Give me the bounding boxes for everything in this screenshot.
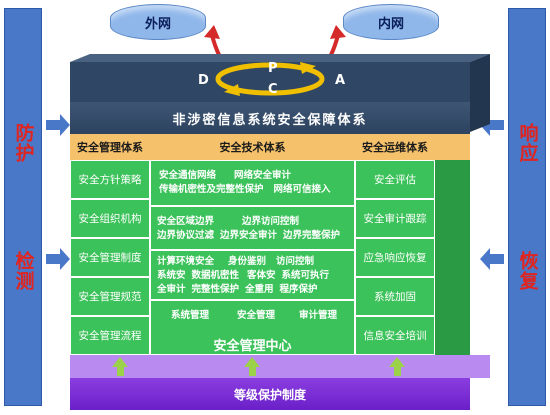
secure-network-box: 安全通信网络 网络安全审计 传输机密性及完整性保护网络可信接入: [150, 160, 355, 206]
management-system-header: 安全管理体系: [70, 134, 150, 160]
up-arrow-icon: [389, 357, 405, 376]
tech-text: 身份鉴别: [228, 256, 267, 267]
center-item: 系统管理: [171, 310, 210, 321]
tech-text: 系统可执行: [281, 270, 330, 281]
tech-text: 全重用: [245, 284, 274, 295]
management-item: 安全组织机构: [70, 199, 150, 238]
right-bar-top-label: 响应: [516, 123, 539, 163]
tech-text: 全审计: [157, 284, 186, 295]
right-bar-bottom-label: 恢复: [516, 251, 539, 291]
right-side-bar: 响应 恢复: [508, 8, 546, 406]
grading-protection-base: 等级保护制度: [70, 378, 470, 410]
roof-edge: [70, 54, 490, 132]
tech-text: 访问控制: [276, 256, 315, 267]
operations-item: 安全评估: [355, 160, 435, 199]
external-network-label: 外网: [144, 16, 171, 32]
tech-text: 计算环境安全: [157, 256, 215, 267]
management-item: 安全管理制度: [70, 238, 150, 277]
management-center-title: 安全管理中心: [213, 339, 292, 354]
building-side-face: [435, 160, 470, 355]
management-item: 安全管理流程: [70, 316, 150, 355]
operations-system-header: 安全运维体系: [355, 134, 435, 160]
tech-text: 安全区域边界: [157, 216, 215, 227]
operations-item: 应急响应恢复: [355, 238, 435, 277]
tech-text: 传输机密性及完整性保护: [159, 184, 264, 195]
tech-text: 边界访问控制: [242, 216, 300, 227]
header-filler: [435, 134, 470, 160]
left-bar-top-label: 防护: [12, 123, 35, 163]
area-boundary-box: 安全区域边界 边界访问控制 边界协议过滤边界安全审计边界完整保护: [150, 206, 355, 250]
tech-text: 网络安全审计: [234, 170, 292, 181]
technical-system-header: 安全技术体系: [150, 134, 355, 160]
framework-title: 非涉密信息系统安全保障体系: [70, 102, 470, 134]
center-item: 安全管理: [237, 310, 276, 321]
left-side-bar: 防护 检测: [4, 8, 42, 406]
up-arrow-icon: [244, 357, 260, 376]
pdca-c: C: [268, 82, 278, 97]
left-arrows: [46, 114, 70, 270]
base-top-face: [70, 355, 490, 378]
tech-text: 客体安: [247, 270, 276, 281]
tech-text: 网络可信接入: [273, 184, 331, 195]
left-bar-bottom-label: 检测: [12, 251, 35, 291]
tech-text: 完整性保护: [191, 284, 240, 295]
operations-column: 安全评估 安全审计跟踪 应急响应恢复 系统加固 信息安全培训: [355, 160, 435, 355]
tech-text: 边界完整保护: [283, 230, 341, 241]
arrow-right-icon: [46, 114, 70, 136]
operations-item: 安全审计跟踪: [355, 199, 435, 238]
operations-item: 信息安全培训: [355, 316, 435, 355]
tech-text: 边界安全审计: [220, 230, 278, 241]
pdca-a: A: [335, 73, 345, 88]
security-management-center: 系统管理 安全管理 审计管理 安全管理中心: [150, 300, 355, 355]
operations-item: 系统加固: [355, 277, 435, 316]
internal-network-cylinder: 内网: [343, 4, 439, 40]
pdca-cycle: P D C A: [198, 61, 345, 97]
tech-text: 数据机密性: [191, 270, 240, 281]
pdca-p: P: [268, 61, 278, 76]
management-column: 安全方针策略 安全组织机构 安全管理制度 安全管理规范 安全管理流程: [70, 160, 150, 355]
pdca-d: D: [198, 73, 209, 88]
tech-text: 安全通信网络: [159, 170, 217, 181]
tech-text: 系统安: [157, 270, 186, 281]
tech-text: 程序保护: [279, 284, 318, 295]
management-item: 安全管理规范: [70, 277, 150, 316]
center-item: 审计管理: [299, 310, 338, 321]
internal-network-label: 内网: [377, 16, 404, 32]
tech-text: 边界协议过滤: [157, 230, 215, 241]
compute-environment-box: 计算环境安全 身份鉴别访问控制 系统安数据机密性客体安系统可执行 全审计完整性保护…: [150, 250, 355, 300]
up-arrow-icon: [112, 357, 128, 376]
management-item: 安全方针策略: [70, 160, 150, 199]
arrow-left-icon: [480, 248, 504, 270]
external-network-cylinder: 外网: [110, 4, 206, 40]
arrow-right-icon: [46, 248, 70, 270]
right-arrows: [480, 114, 504, 270]
cycle-arrow-icon: [215, 62, 325, 96]
